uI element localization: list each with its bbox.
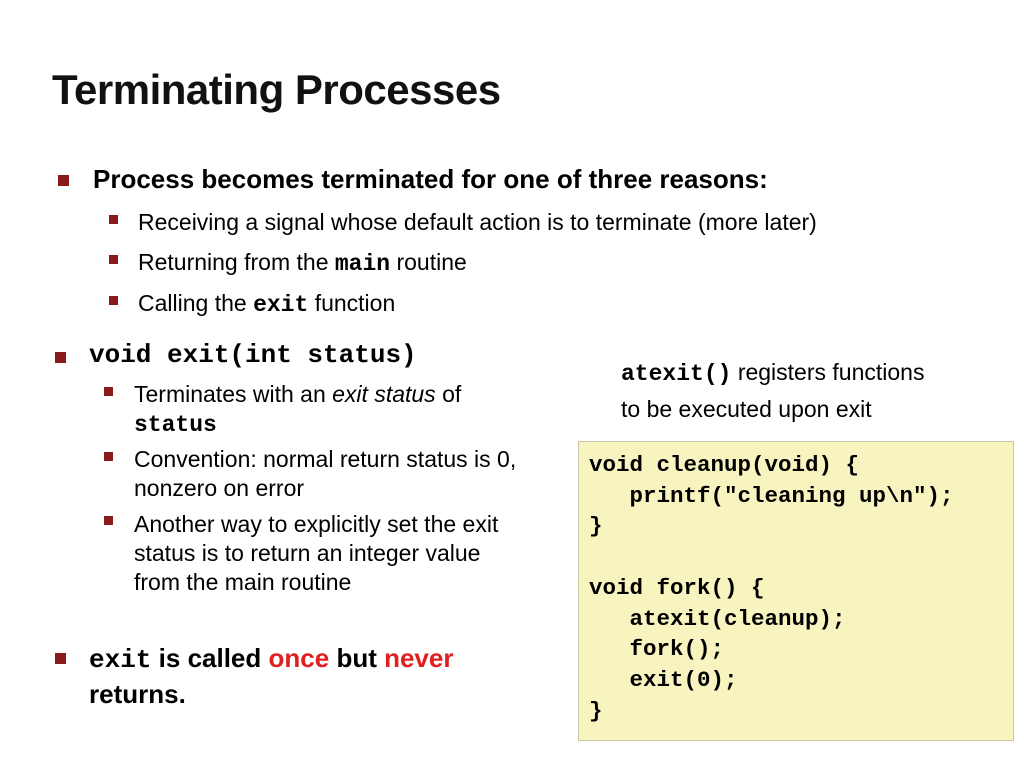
code-exit-bold: exit — [89, 645, 152, 675]
sub-bullet-marker — [104, 516, 113, 525]
another-line1: Another way to explicitly set the exit — [134, 511, 499, 537]
status-em: exit status — [332, 381, 436, 407]
sub-bullet-marker — [104, 387, 113, 396]
another-line3: from the main routine — [134, 569, 352, 595]
code-exit: exit — [253, 292, 309, 318]
status-post: of — [442, 381, 462, 407]
bullet-marker — [55, 653, 66, 664]
code-box: void cleanup(void) { printf("cleaning up… — [578, 441, 1014, 741]
emphasis-never: never — [384, 643, 454, 673]
sub-bullet-marker — [109, 255, 118, 264]
atexit-line1: registers functions — [737, 359, 925, 385]
sub-bullet-another-way: Another way to explicitly set the exit s… — [134, 510, 498, 597]
sub-bullet-marker — [109, 296, 118, 305]
convention-line2: nonzero on error — [134, 475, 305, 501]
sub-bullet-status: Terminates with an exit status of status — [134, 380, 564, 440]
sub-bullet-main-post: routine — [396, 249, 467, 275]
sub-bullet-exit-pre: Calling the — [138, 290, 247, 316]
convention-line1: Convention: normal return status is 0, — [134, 446, 517, 472]
exit-text1: is called — [158, 643, 262, 673]
bullet-reasons: Process becomes terminated for one of th… — [93, 164, 768, 194]
bullet-exit-once: exit is called once but never returns. — [89, 641, 453, 711]
sub-bullet-convention: Convention: normal return status is 0, n… — [134, 445, 516, 503]
code-main: main — [334, 251, 391, 277]
sub-bullet-signal: Receiving a signal whose default action … — [138, 209, 817, 235]
sub-bullet-marker — [104, 452, 113, 461]
emphasis-once: once — [268, 643, 330, 673]
code-status: status — [134, 412, 217, 438]
exit-text3: returns. — [89, 679, 186, 709]
bullet-marker — [55, 352, 66, 363]
status-pre: Terminates with an — [134, 381, 326, 407]
bullet-exit-signature: void exit(int status) — [89, 340, 417, 370]
sub-bullet-main: Returning from the main routine — [138, 249, 467, 277]
sub-bullet-marker — [109, 215, 118, 224]
exit-text2: but — [336, 643, 377, 673]
bullet-marker — [58, 175, 69, 186]
code-listing: void cleanup(void) { printf("cleaning up… — [589, 452, 954, 724]
slide-title: Terminating Processes — [52, 66, 501, 113]
another-line2: status is to return an integer value — [134, 540, 481, 566]
sub-bullet-exit: Calling the exit function — [138, 290, 395, 318]
atexit-note: atexit() registers functions to be execu… — [621, 355, 924, 427]
sub-bullet-exit-post: function — [314, 290, 396, 316]
code-atexit: atexit() — [621, 361, 732, 387]
sub-bullet-main-pre: Returning from the — [138, 249, 329, 275]
atexit-line2: to be executed upon exit — [621, 396, 872, 422]
